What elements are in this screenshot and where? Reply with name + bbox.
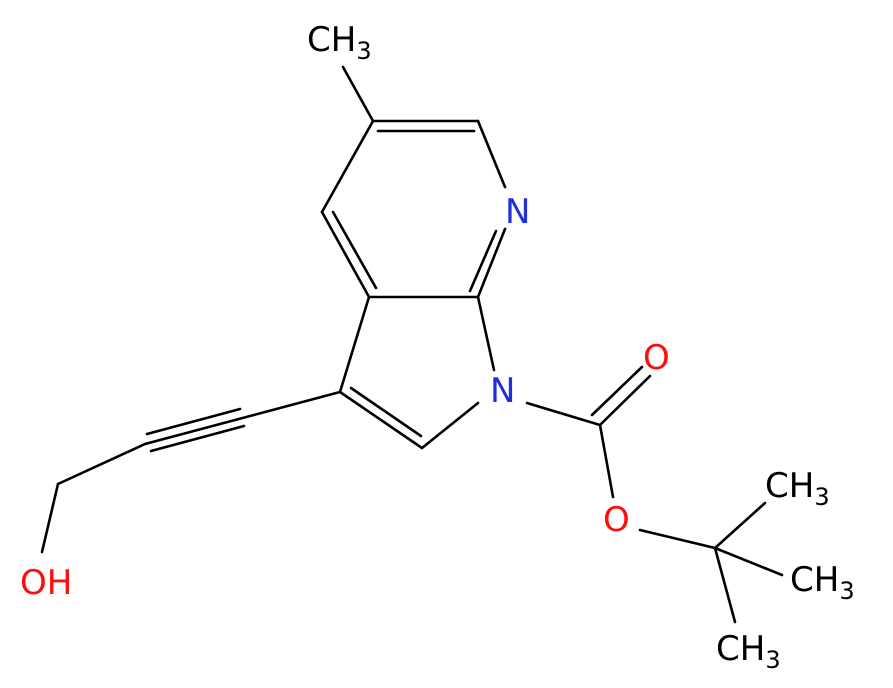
bond-n7-c7a [476, 227, 507, 299]
bond-ch2-oh [40, 482, 60, 554]
bond-c7a-n1 [476, 295, 496, 372]
atom-methyl-top: CH3 [307, 20, 372, 65]
atom-n-pyridine: N [505, 192, 530, 232]
atom-n-pyrrole: N [490, 371, 515, 411]
bond-carbonyl-oester [598, 423, 615, 499]
bond-c4-c5 [320, 119, 375, 214]
atom-o-carbonyl: O [643, 338, 670, 378]
atom-methyl-3: CH3 [716, 629, 781, 674]
bond-oester-cq [638, 528, 717, 550]
bond-cq-me1 [713, 501, 767, 550]
bond-c2-c3-inner [349, 386, 423, 438]
bond-n1-carbonyl [525, 401, 602, 427]
atom-o-ester: O [603, 500, 630, 540]
bond-c3-alkyne [143, 390, 342, 446]
atom-methyl-2: CH3 [790, 560, 855, 605]
bond-c6-n7 [476, 119, 507, 189]
bonds [40, 65, 784, 624]
bond-cq-me2 [713, 546, 784, 577]
bond-methyl-c5 [341, 65, 375, 123]
atom-labels: CH3 N N O O OH CH3 CH3 CH3 [20, 20, 855, 674]
bond-alkyne-lower [149, 424, 246, 453]
bond-n1-c2 [420, 401, 480, 450]
bond-alkyne-upper [145, 407, 242, 436]
bond-c3a-c4-inner [331, 210, 378, 290]
bond-c2-c3 [338, 390, 424, 450]
bond-cq-me3 [713, 546, 737, 624]
bond-alkyne-ch2 [56, 442, 147, 486]
atom-oh: OH [20, 563, 72, 603]
atom-methyl-1: CH3 [765, 466, 830, 511]
bond-c3a-c4 [320, 210, 371, 299]
bond-carbonyl-o-inner [590, 365, 644, 417]
bond-carbonyl-o [598, 374, 652, 427]
bond-n7-c7a-inner [468, 229, 498, 293]
bond-c3-c3a [338, 295, 371, 394]
